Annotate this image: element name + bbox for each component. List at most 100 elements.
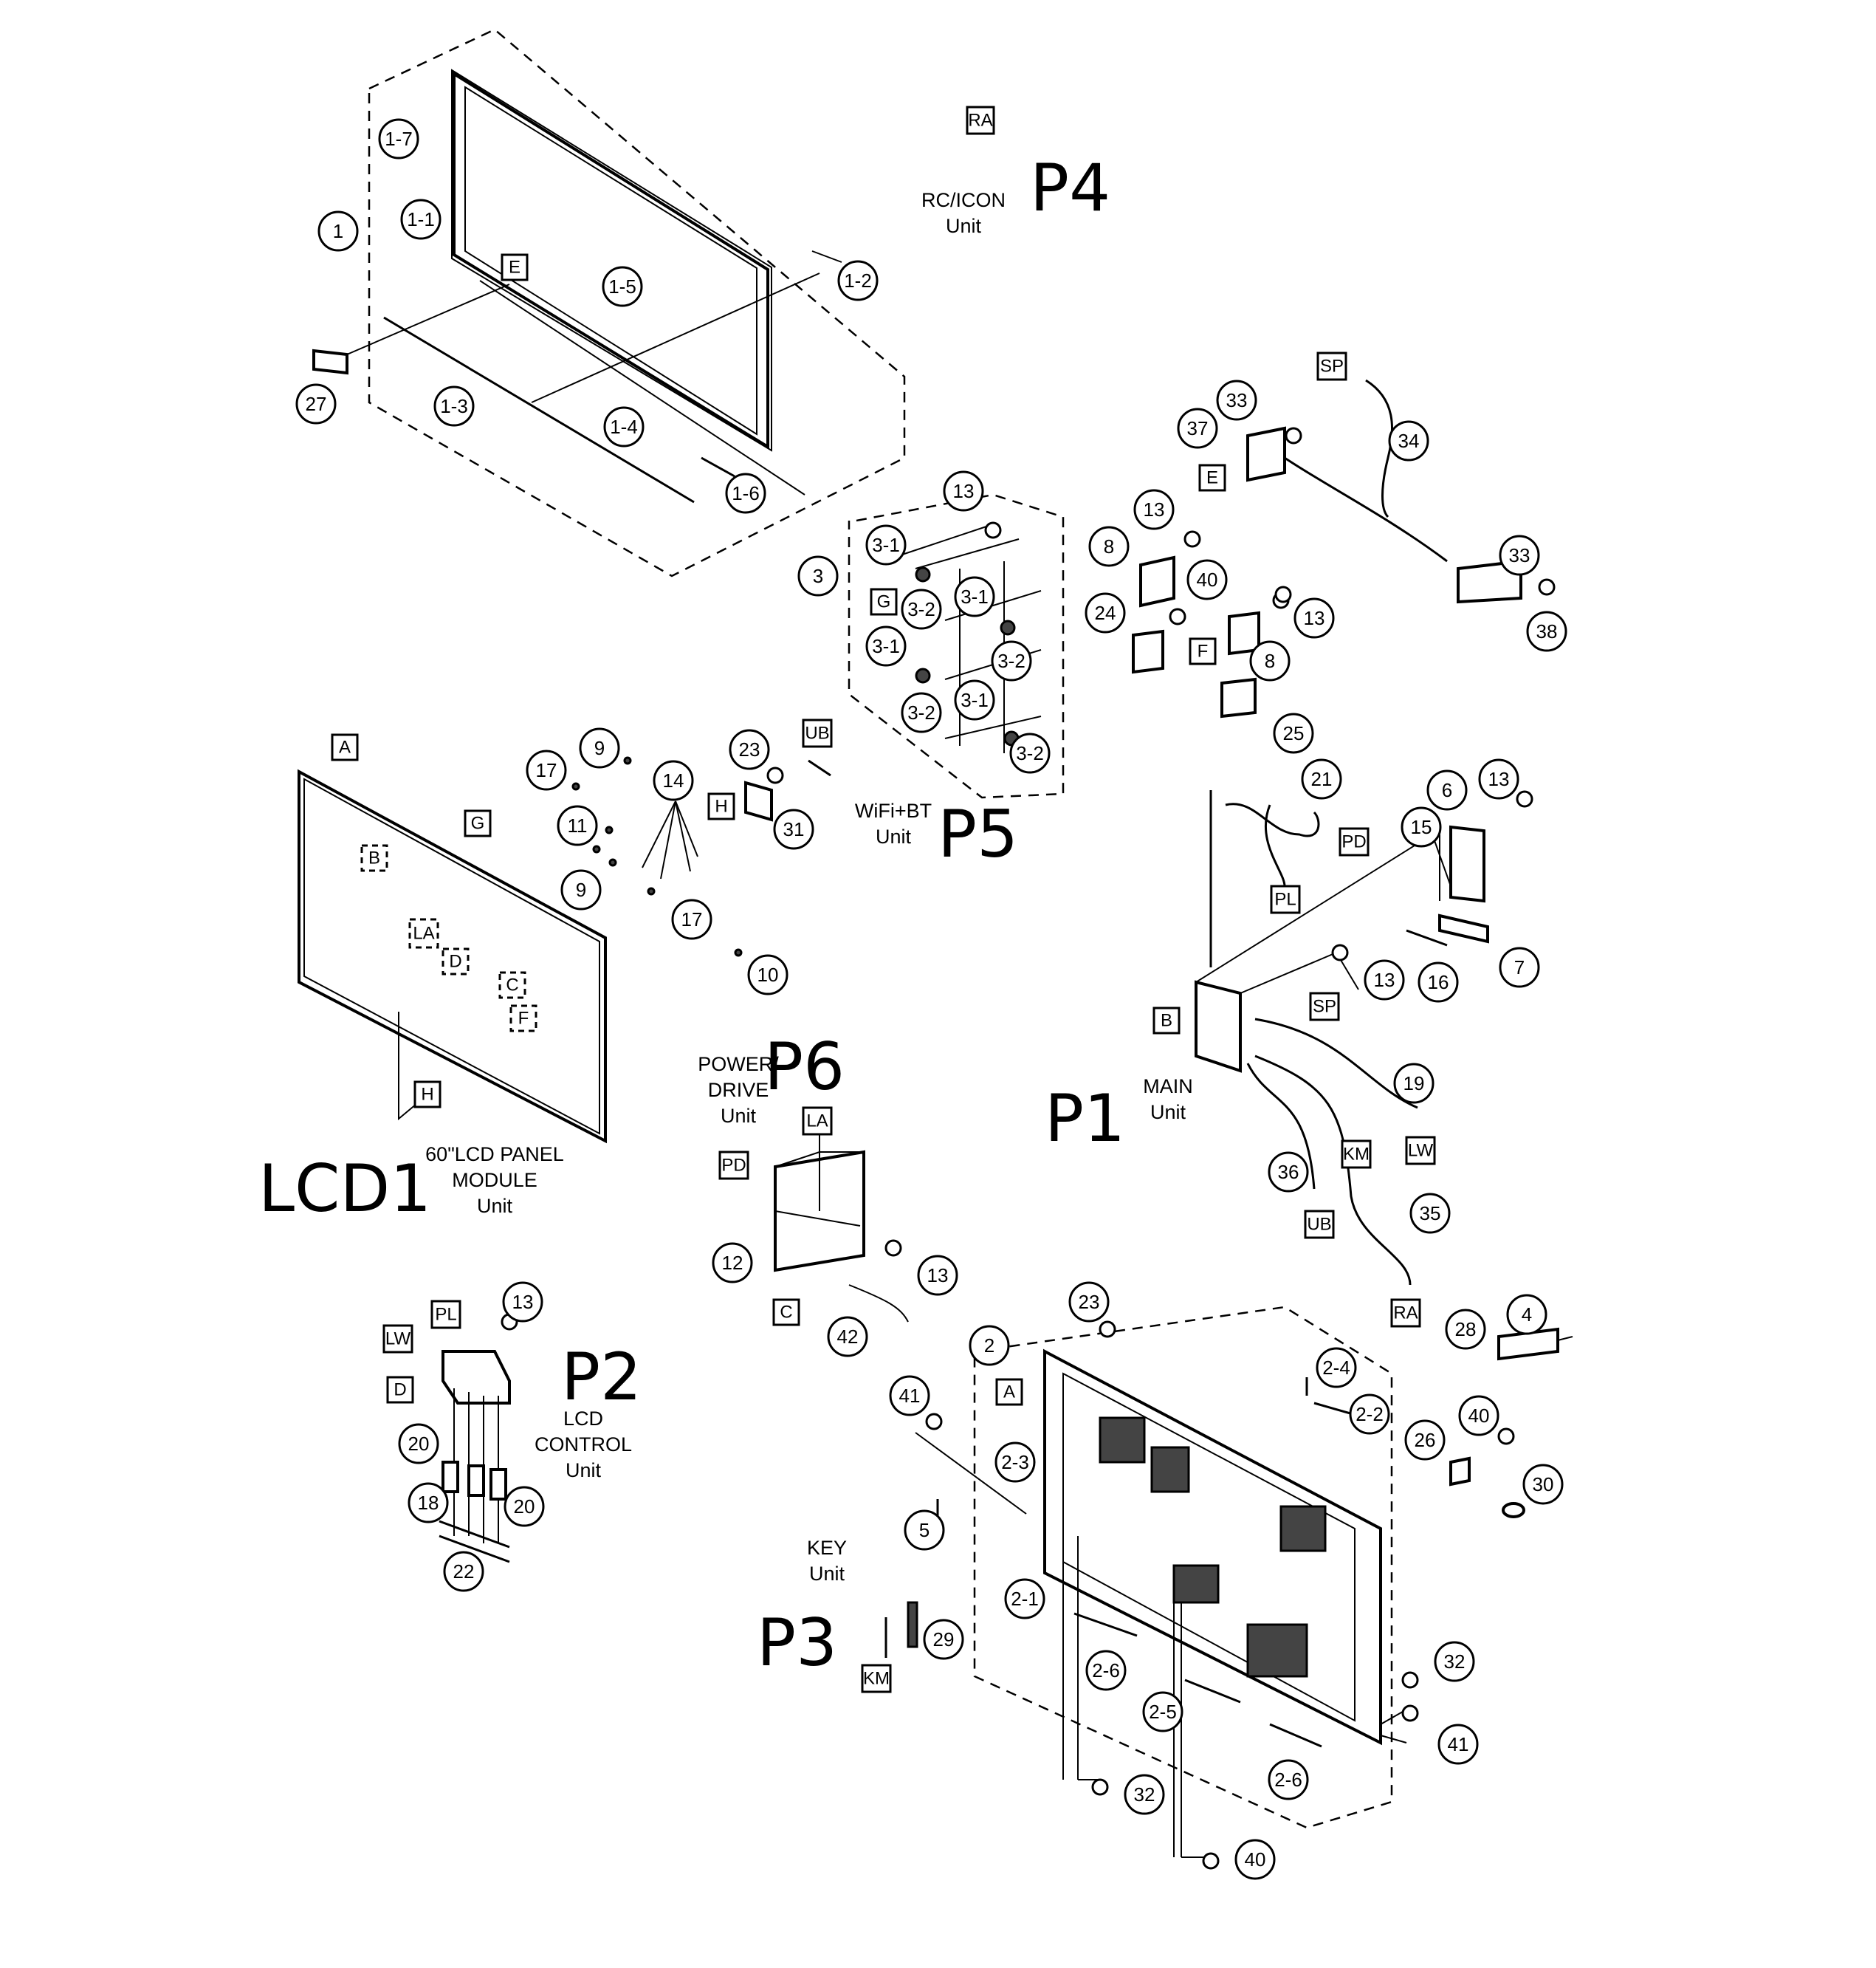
callout-2-1: 2-1: [1004, 1578, 1045, 1619]
svg-text:1-5: 1-5: [608, 275, 636, 298]
svg-text:2: 2: [984, 1334, 994, 1357]
handwritten-p3: P3: [757, 1605, 837, 1681]
svg-text:1-7: 1-7: [385, 128, 413, 150]
svg-text:D: D: [449, 952, 461, 972]
callout-38: 38: [1526, 611, 1567, 652]
svg-text:3-1: 3-1: [961, 586, 989, 608]
handwritten-p2: P2: [561, 1339, 642, 1415]
svg-text:3-2: 3-2: [997, 650, 1025, 672]
svg-text:1-4: 1-4: [610, 416, 638, 438]
svg-text:PD: PD: [721, 1156, 746, 1176]
svg-text:2-5: 2-5: [1149, 1701, 1177, 1723]
callout-9: 9: [560, 869, 602, 911]
callout-3-1: 3-1: [865, 625, 907, 667]
connector-box-D: D: [441, 947, 470, 976]
svg-text:SP: SP: [1313, 997, 1336, 1017]
svg-text:B: B: [368, 848, 380, 868]
svg-text:34: 34: [1398, 430, 1420, 452]
svg-text:36: 36: [1278, 1161, 1299, 1183]
connector-box-F: F: [1189, 637, 1217, 665]
svg-text:13: 13: [1488, 768, 1510, 790]
callout-13: 13: [943, 470, 984, 512]
callout-2-6: 2-6: [1268, 1759, 1309, 1800]
handwritten-p6: P6: [764, 1029, 845, 1105]
svg-text:3-1: 3-1: [872, 534, 900, 556]
svg-text:2-4: 2-4: [1322, 1357, 1350, 1379]
connector-box-C: C: [772, 1298, 800, 1326]
svg-text:2-3: 2-3: [1001, 1451, 1029, 1473]
svg-text:3-2: 3-2: [1016, 742, 1044, 764]
lcd-control-unit-label: LCD: [563, 1408, 603, 1430]
callout-2-4: 2-4: [1316, 1347, 1357, 1388]
svg-text:32: 32: [1134, 1783, 1155, 1806]
callout-3-2: 3-2: [1009, 733, 1051, 774]
callout-20: 20: [398, 1423, 439, 1464]
callout-23: 23: [1068, 1281, 1110, 1323]
svg-text:27: 27: [306, 393, 327, 415]
callout-4: 4: [1506, 1294, 1547, 1335]
callout-32: 32: [1434, 1641, 1475, 1682]
callout-2-2: 2-2: [1349, 1393, 1390, 1435]
callout-9: 9: [579, 727, 620, 769]
svg-text:13: 13: [1144, 498, 1165, 521]
svg-text:KM: KM: [863, 1669, 890, 1689]
svg-text:2-1: 2-1: [1011, 1588, 1039, 1610]
svg-text:38: 38: [1536, 620, 1558, 642]
svg-text:33: 33: [1226, 389, 1248, 411]
lcd-panel-unit-label: 60"LCD PANEL: [425, 1143, 564, 1165]
svg-text:5: 5: [919, 1519, 930, 1541]
svg-text:23: 23: [739, 738, 760, 761]
svg-text:E: E: [509, 258, 520, 278]
callout-16: 16: [1418, 961, 1459, 1003]
svg-text:8: 8: [1104, 535, 1114, 558]
unit-labels: RC/ICON Unit WiFi+BT Unit 60"LCD PANEL M…: [425, 189, 1193, 1585]
svg-text:40: 40: [1245, 1848, 1266, 1871]
callout-1-1: 1-1: [400, 199, 441, 240]
connector-box-PD: PD: [1339, 827, 1370, 857]
svg-text:E: E: [1206, 468, 1218, 488]
svg-text:11: 11: [568, 815, 588, 837]
callout-13: 13: [1364, 959, 1405, 1001]
connector-box-LW: LW: [1405, 1136, 1436, 1165]
callout-1-6: 1-6: [725, 473, 766, 514]
svg-text:21: 21: [1311, 768, 1333, 790]
svg-text:B: B: [1161, 1011, 1172, 1031]
rc-icon-unit-label: Unit: [946, 215, 982, 237]
callout-12: 12: [712, 1242, 753, 1283]
svg-text:26: 26: [1415, 1429, 1436, 1451]
svg-text:15: 15: [1411, 816, 1432, 838]
wifi-bt-unit-label: WiFi+BT: [855, 800, 932, 822]
svg-text:13: 13: [1374, 969, 1395, 991]
svg-text:13: 13: [953, 480, 975, 502]
callout-37: 37: [1177, 408, 1218, 449]
connector-box-RA: RA: [966, 106, 995, 135]
svg-text:3-2: 3-2: [907, 702, 935, 724]
callout-15: 15: [1401, 806, 1442, 848]
svg-text:F: F: [1198, 642, 1209, 662]
callout-2-6: 2-6: [1085, 1650, 1127, 1691]
callout-13: 13: [1478, 758, 1519, 800]
connector-box-KM: KM: [861, 1664, 892, 1693]
connector-box-KM: KM: [1341, 1139, 1372, 1169]
callout-3-2: 3-2: [901, 589, 942, 630]
callout-13: 13: [917, 1255, 958, 1296]
svg-text:22: 22: [453, 1560, 475, 1583]
svg-text:17: 17: [681, 908, 703, 930]
svg-text:23: 23: [1079, 1291, 1100, 1313]
svg-text:LA: LA: [806, 1111, 828, 1131]
svg-text:PD: PD: [1341, 832, 1366, 852]
svg-text:6: 6: [1442, 779, 1452, 801]
connector-box-UB: UB: [802, 719, 833, 748]
svg-text:33: 33: [1509, 544, 1530, 566]
svg-text:PL: PL: [435, 1305, 456, 1325]
rc-icon-unit-label: RC/ICON: [921, 189, 1006, 211]
svg-text:H: H: [715, 797, 727, 817]
svg-text:LW: LW: [1408, 1141, 1434, 1161]
callout-1-3: 1-3: [433, 385, 475, 427]
svg-text:41: 41: [1448, 1733, 1469, 1755]
svg-text:13: 13: [1304, 607, 1325, 629]
callout-17: 17: [671, 899, 712, 940]
callout-30: 30: [1522, 1464, 1564, 1505]
power-drive-unit-label: Unit: [721, 1105, 757, 1127]
svg-text:RA: RA: [968, 111, 992, 131]
